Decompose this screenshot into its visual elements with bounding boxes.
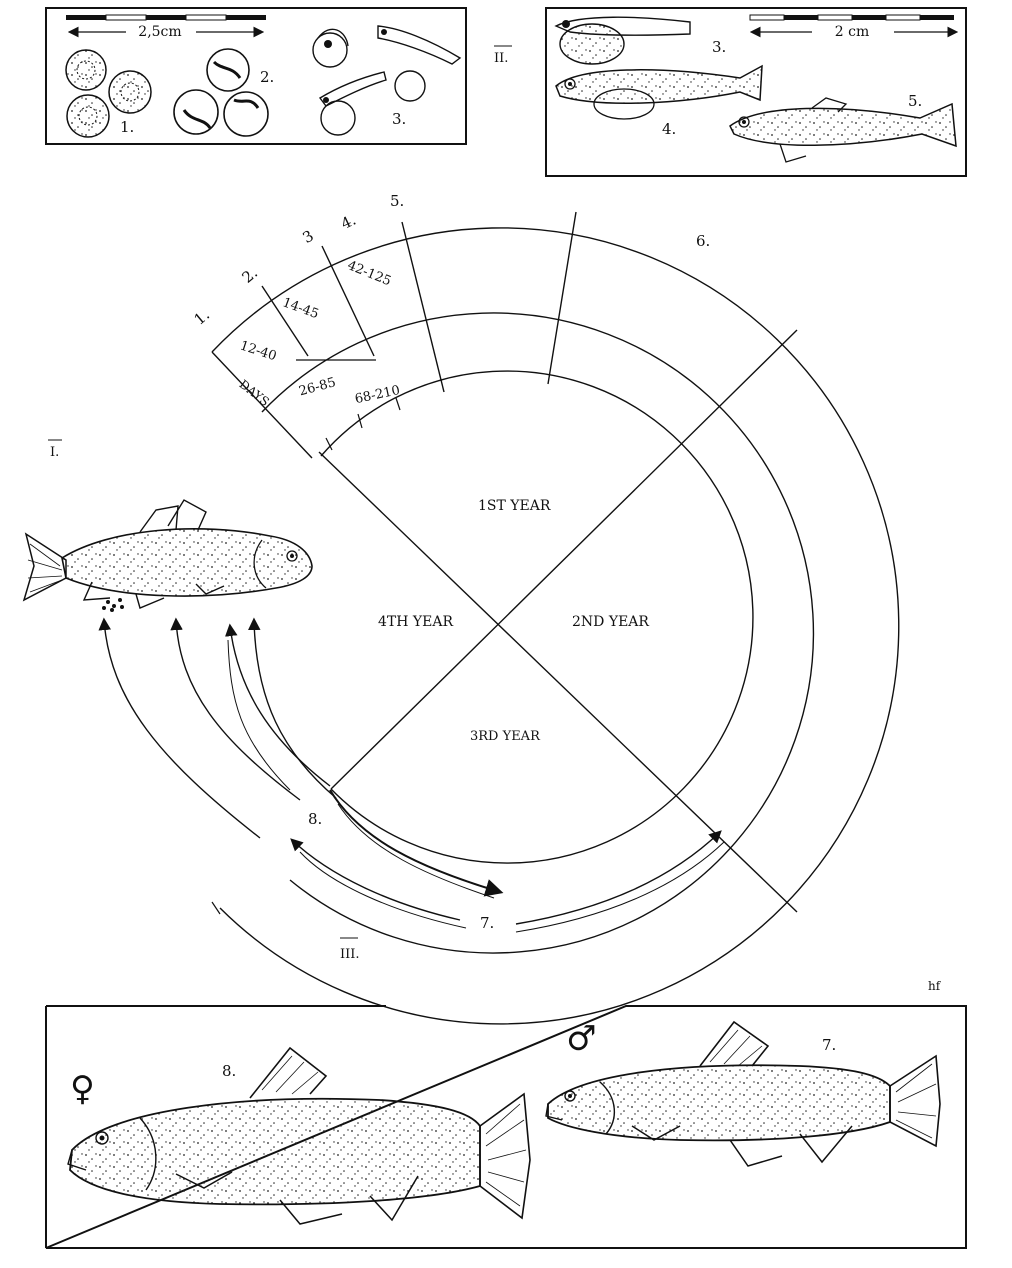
days-range-stage-3: 26-85 <box>297 375 337 399</box>
male-trout <box>545 1020 941 1167</box>
roman-numeral-three: III. <box>340 947 360 962</box>
roman-numeral-one: I. <box>50 445 59 460</box>
larva-stage-4: 4. <box>555 64 763 138</box>
female-symbol: ♀ <box>70 1069 95 1109</box>
days-range-stage-2: 14-45 <box>280 295 320 322</box>
artist-signature: hf <box>928 979 942 993</box>
male-number: 7. <box>822 1036 836 1054</box>
female-number: 8. <box>222 1062 236 1080</box>
arrow-label-7: 7. <box>480 914 494 932</box>
days-label: DAYS <box>237 377 272 409</box>
cycle-stage-1-number: 1. <box>191 306 214 329</box>
quadrant-label-second-year: 2ND YEAR <box>572 614 649 630</box>
male-symbol: ♂ <box>566 1019 596 1059</box>
cycle-stage-3-number: 3 <box>300 227 317 247</box>
eggs-stage-2: 2. <box>173 48 274 137</box>
eggs-stage-3-number: 3. <box>392 110 406 128</box>
life-cycle-wheel: 1. 2. 3 4. 5. 6. 12-40 14-45 42-125 26-8… <box>191 192 900 1025</box>
spawning-route-arrows: 8. 7. III. <box>211 789 725 962</box>
days-range-stage-4: 42-125 <box>345 258 393 289</box>
cycle-stage-2-number: 2. <box>239 264 262 287</box>
quadrant-label-first-year: 1ST YEAR <box>478 498 551 514</box>
larvae-panel: 2 cm 3. 4. 5. <box>545 7 967 177</box>
eggs-stage-2-number: 2. <box>260 68 274 86</box>
larva-stage-3-number: 3. <box>712 38 726 56</box>
female-trout <box>67 1046 531 1225</box>
eggs-panel: 2,5cm 1. 2. <box>45 7 467 145</box>
adult-trout-spawning <box>22 499 313 612</box>
middle-ring <box>261 312 815 954</box>
larva-stage-4-number: 4. <box>662 120 676 138</box>
eggs-scale-label: 2,5cm <box>138 24 181 40</box>
larvae-scale-label: 2 cm <box>835 24 869 40</box>
days-range-stage-1: 12-40 <box>238 338 278 364</box>
days-range-stage-5: 68-210 <box>354 383 402 407</box>
outer-ring <box>211 227 900 1025</box>
eggs-stage-1-number: 1. <box>120 118 134 136</box>
divider-diagonal-1 <box>318 451 798 913</box>
larva-stage-3: 3. <box>554 16 726 65</box>
eggs-scale-bar: 2,5cm <box>66 14 266 40</box>
quadrant-label-fourth-year: 4TH YEAR <box>378 614 453 630</box>
larva-stage-5-number: 5. <box>908 92 922 110</box>
larva-stage-5: 5. <box>729 92 957 163</box>
larvae-scale-bar: 2 cm <box>749 14 959 40</box>
eggs-stage-1: 1. <box>65 49 152 138</box>
inner-ring <box>320 370 754 864</box>
arrow-label-8: 8. <box>308 810 322 828</box>
roman-numeral-two: II. <box>494 51 508 66</box>
cycle-stage-6-number: 6. <box>696 232 710 250</box>
cycle-stage-5-number: 5. <box>390 192 404 210</box>
cycle-stage-4-number: 4. <box>338 211 359 233</box>
quadrant-label-third-year: 3RD YEAR <box>470 729 541 744</box>
return-arrows <box>98 617 337 839</box>
spawners-panel: ♀ 8. ♂ 7. <box>45 1005 967 1249</box>
divider-diagonal-2 <box>330 329 798 790</box>
eggs-stage-3: 3. <box>312 25 462 136</box>
